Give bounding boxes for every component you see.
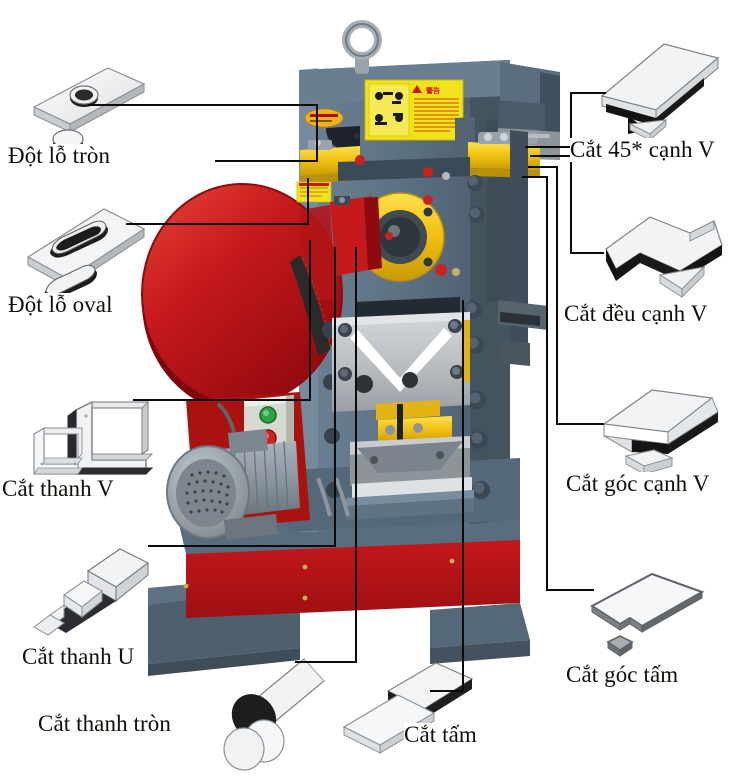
label-cut-even-v-edge: Cắt đều cạnh V — [564, 301, 708, 327]
leader-cut-even-h2 — [530, 155, 571, 157]
part-angle-with-square-notch — [594, 205, 734, 305]
part-plate-with-notched-corner — [582, 566, 722, 666]
leader-punch-round-h1 — [88, 104, 318, 106]
label-cut-u-bar: Cắt thanh U — [22, 644, 135, 670]
right-side-rail — [498, 130, 548, 366]
leader-cut-u-bar-h — [148, 545, 336, 547]
leader-cut-v-bar-v — [309, 240, 311, 400]
lower-table — [346, 436, 474, 520]
label-cut-plate-corner: Cắt góc tấm — [566, 662, 679, 688]
leader-cut-angle-h1 — [556, 423, 604, 425]
red-flywheel — [141, 181, 343, 414]
leader-cut-plate-h — [430, 690, 464, 692]
lifting-eye-bolt — [342, 20, 382, 74]
frame-indicator-stickers — [354, 133, 460, 276]
leader-cut-corner-h1 — [546, 589, 594, 591]
label-punch-round: Đột lỗ tròn — [8, 143, 111, 169]
leader-cut-45-h1 — [570, 92, 606, 94]
leader-punch-round-h2 — [215, 160, 318, 162]
leader-cut-round-bar-v — [355, 247, 357, 662]
svg-text:警告: 警告 — [426, 86, 440, 95]
leader-cut-45-h2 — [525, 146, 571, 148]
part-round-bar-cut-with-discs — [212, 645, 352, 771]
punch-arm — [330, 196, 382, 276]
label-cut-angle-v-edge: Cắt góc cạnh V — [566, 471, 710, 497]
warning-triangle-icon: 警告 — [412, 85, 440, 95]
leader-cut-corner-h2 — [522, 176, 547, 178]
leader-cut-round-bar-h — [295, 661, 357, 663]
leader-cut-corner-v — [546, 176, 548, 590]
label-punch-oval: Đột lỗ oval — [8, 292, 113, 318]
part-angle-with-45-notch — [592, 36, 732, 141]
leader-punch-oval-h — [126, 223, 309, 225]
blade-slot — [355, 297, 460, 317]
leader-cut-v-bar-h — [133, 399, 311, 401]
part-flat-plate-cut-in-two — [330, 655, 480, 765]
leader-punch-round-v — [316, 104, 318, 162]
part-angle-bar-cut-in-two — [20, 388, 170, 503]
label-cut-round-bar: Cắt thanh tròn — [38, 711, 171, 737]
label-cut-v-bar: Cắt thanh V — [2, 476, 114, 502]
leader-cut-even-h1 — [570, 252, 604, 254]
label-cut-45-v-edge: Cắt 45* cạnh V — [570, 137, 715, 163]
base-brackets — [316, 477, 350, 517]
v-notch-shear-blade — [332, 312, 470, 412]
part-plate-with-round-hole-and-slug — [26, 52, 176, 157]
leader-cut-plate-v — [462, 300, 464, 691]
leader-cut-u-bar-v — [334, 247, 336, 546]
part-channel-bar-cut-in-two — [30, 523, 175, 636]
label-cut-plate: Cắt tấm — [404, 722, 477, 748]
leader-cut-even-v — [570, 155, 572, 253]
electric-motor — [166, 402, 300, 540]
work-rest-bar — [338, 157, 470, 181]
leader-cut-angle-h2 — [528, 166, 557, 168]
part-plate-with-oval-hole-and-slug — [22, 195, 172, 305]
part-angle-with-corner-cut — [592, 378, 732, 478]
leader-punch-oval-v — [307, 178, 309, 224]
leader-cut-angle-v — [556, 166, 558, 424]
safety-warning-sticker: 警告 — [364, 79, 464, 141]
leader-cut-45-v — [570, 92, 572, 147]
orange-brand-sticker — [304, 108, 344, 128]
